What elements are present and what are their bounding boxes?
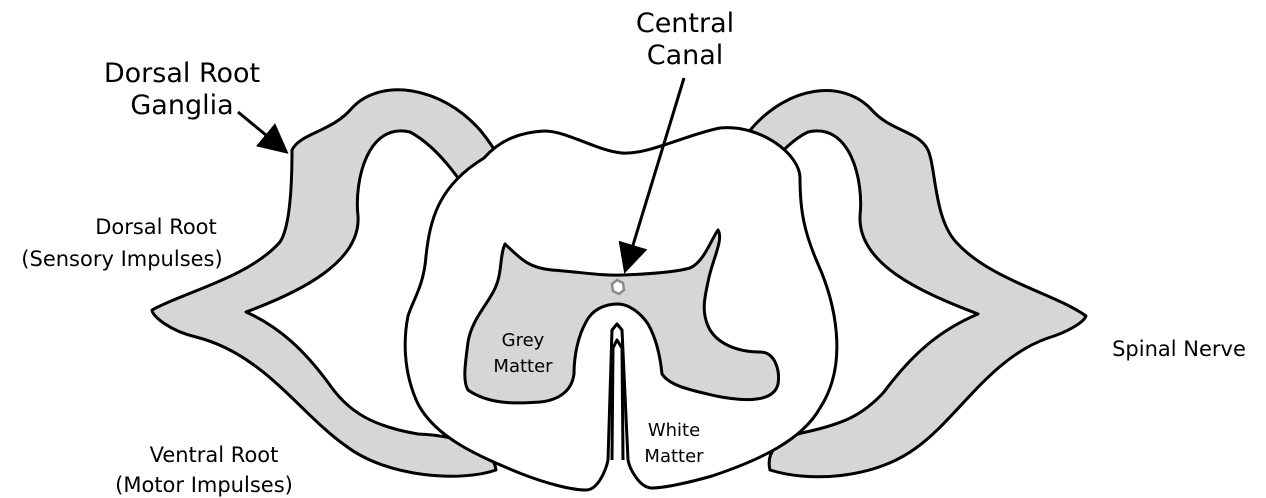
label-spinal-nerve: Spinal Nerve bbox=[1112, 337, 1246, 361]
label-dorsal-root-ganglia-1: Dorsal Root bbox=[104, 58, 260, 89]
label-dorsal-root-1: Dorsal Root bbox=[95, 215, 217, 239]
ventral-median-fissure bbox=[612, 340, 623, 460]
label-grey-matter-2: Matter bbox=[493, 356, 553, 377]
label-grey-matter-1: Grey bbox=[502, 330, 545, 351]
label-dorsal-root-ganglia-2: Ganglia bbox=[130, 90, 233, 121]
label-ventral-root-2: (Motor Impulses) bbox=[115, 473, 293, 497]
ganglia-arrow bbox=[238, 112, 284, 150]
central-canal bbox=[612, 280, 624, 294]
label-white-matter-1: White bbox=[648, 420, 700, 441]
label-dorsal-root-2: (Sensory Impulses) bbox=[21, 247, 222, 271]
label-central-canal-2: Canal bbox=[647, 40, 724, 71]
label-white-matter-2: Matter bbox=[644, 446, 704, 467]
label-central-canal-1: Central bbox=[636, 8, 734, 39]
label-ventral-root-1: Ventral Root bbox=[150, 443, 279, 467]
